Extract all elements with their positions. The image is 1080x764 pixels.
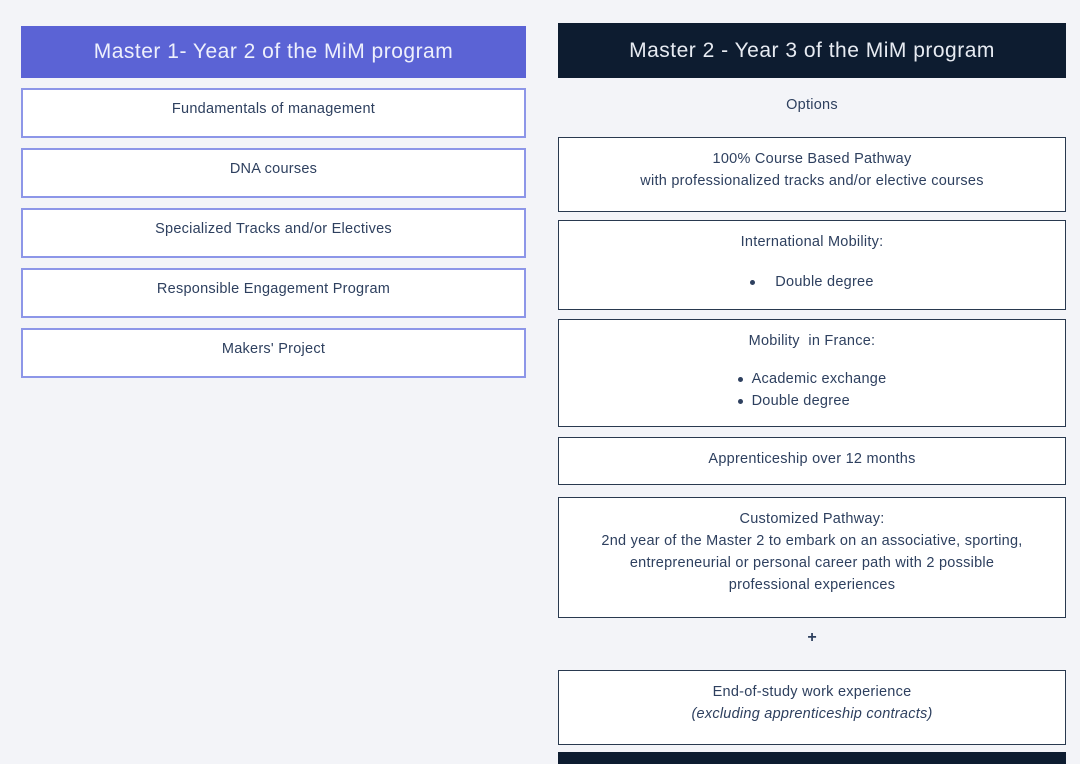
box-title: International Mobility: <box>740 234 884 250</box>
master2-header: Master 2 - Year 3 of the MiM program <box>558 23 1066 78</box>
box-fundamentals-of-management: Fundamentals of management <box>21 88 526 138</box>
box-specialized-tracks-electives: Specialized Tracks and/or Electives <box>21 208 526 258</box>
box-label: DNA courses <box>229 161 318 177</box>
box-line: End-of-study work experience <box>712 684 912 700</box>
box-line: 2nd year of the Master 2 to embark on an… <box>601 533 1023 549</box>
list-item: Double degree <box>737 390 887 412</box>
box-responsible-engagement-program: Responsible Engagement Program <box>21 268 526 318</box>
box-makers-project: Makers' Project <box>21 328 526 378</box>
bullet-label: Double degree <box>775 274 874 290</box>
bullet-icon <box>737 398 743 404</box>
box-label: Makers' Project <box>221 341 326 357</box>
master1-header: Master 1- Year 2 of the MiM program <box>21 26 526 78</box>
box-line: professional experiences <box>728 577 896 593</box>
box-line-italic: (excluding apprenticeship contracts) <box>691 706 933 722</box>
bullet-icon <box>750 279 756 285</box>
bullet-icon <box>737 376 743 382</box>
bullet-label: Double degree <box>751 393 850 409</box>
box-line: with professionalized tracks and/or elec… <box>640 173 984 189</box>
box-line: Apprenticeship over 12 months <box>708 451 916 467</box>
box-line: 100% Course Based Pathway <box>712 151 912 167</box>
box-course-based-pathway: 100% Course Based Pathway with professio… <box>558 137 1066 212</box>
master2-column: Master 2 - Year 3 of the MiM program Opt… <box>558 0 1066 764</box>
box-apprenticeship: Apprenticeship over 12 months <box>558 437 1066 485</box>
bottom-dark-bar <box>558 752 1066 764</box>
master1-column: Master 1- Year 2 of the MiM program Fund… <box>21 0 526 764</box>
box-label: Specialized Tracks and/or Electives <box>155 221 392 237</box>
box-title: Mobility in France: <box>748 333 876 349</box>
box-customized-pathway: Customized Pathway: 2nd year of the Mast… <box>558 497 1066 618</box>
list-item: Academic exchange <box>737 368 887 390</box>
bullet-label: Academic exchange <box>751 371 887 387</box>
box-line: Customized Pathway: <box>739 511 885 527</box>
box-mobility-in-france: Mobility in France: Academic exchange Do… <box>558 319 1066 427</box>
plus-sign: + <box>807 629 817 646</box>
box-line: entrepreneurial or personal career path … <box>629 555 995 571</box>
box-international-mobility: International Mobility: Double degree <box>558 220 1066 310</box>
box-end-of-study-work-experience: End-of-study work experience (excluding … <box>558 670 1066 745</box>
box-label: Responsible Engagement Program <box>156 281 391 297</box>
options-label: Options <box>786 97 838 113</box>
box-dna-courses: DNA courses <box>21 148 526 198</box>
list-item: Double degree <box>750 271 873 293</box>
box-label: Fundamentals of management <box>171 101 376 117</box>
